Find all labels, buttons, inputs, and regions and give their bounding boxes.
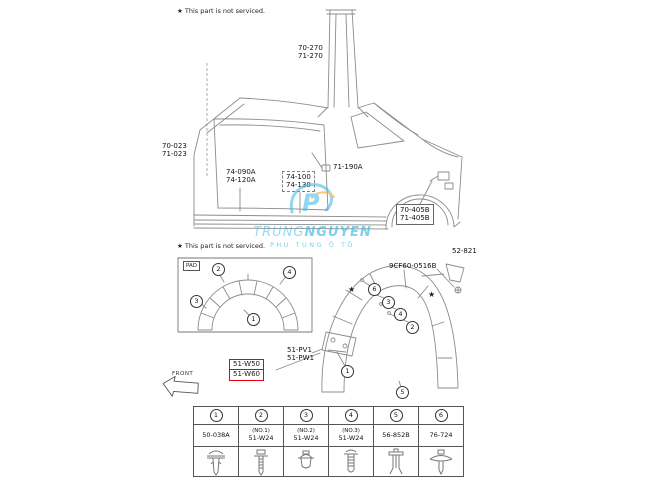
part-number-cell[interactable]: 50-038A <box>194 425 238 447</box>
part-label-mudguard-highlight[interactable]: 51-W50 51-W60 <box>229 359 264 381</box>
grommet-icon <box>298 450 314 468</box>
callout-5: 5 <box>389 409 403 422</box>
part-label-screw[interactable]: 9CF60-0516B <box>389 262 437 270</box>
part-number-cell[interactable]: 76-724 <box>419 425 463 447</box>
fastener-table: 1 50-038A 2 (NO.1) 51-W24 3 <box>193 406 464 477</box>
part-label-roof-panel[interactable]: 70-270 71-270 <box>298 44 323 61</box>
part-number: 51-W24 <box>248 433 274 442</box>
front-direction-label: FRONT <box>172 371 194 377</box>
part-label-clip[interactable]: 71-190A <box>333 163 363 171</box>
part-number-cell[interactable]: (NO.2) 51-W24 <box>284 425 328 447</box>
part-number: 56-852B <box>382 430 410 439</box>
table-column-6: 6 76-724 <box>419 407 463 476</box>
callout-4: 4 <box>394 308 407 321</box>
callout-4: 4 <box>283 266 296 279</box>
callout-3: 3 <box>299 409 313 422</box>
callout-2: 2 <box>212 263 225 276</box>
callout-2: 2 <box>254 409 268 422</box>
callout-4: 4 <box>344 409 358 422</box>
part-number-cell[interactable]: (NO.3) 51-W24 <box>329 425 373 447</box>
push-rivet-icon <box>388 448 404 474</box>
table-column-3: 3 (NO.2) 51-W24 <box>284 407 329 476</box>
star-not-serviced-mark: ★ <box>428 290 436 299</box>
push-clip-icon <box>207 450 225 476</box>
part-number: 76-724 <box>429 430 453 439</box>
callout-5: 5 <box>396 386 409 399</box>
callout-2: 2 <box>406 321 419 334</box>
callout-3: 3 <box>382 296 395 309</box>
top-not-serviced-notice: ★ This part is not serviced. <box>177 7 266 15</box>
part-label-sill-outer[interactable]: 74-090A 74-120A <box>226 168 256 185</box>
callout-1: 1 <box>209 409 223 422</box>
part-number-cell[interactable]: 56-852B <box>374 425 418 447</box>
callout-1: 1 <box>247 313 260 326</box>
screw-grommet-icon <box>344 449 358 472</box>
bottom-not-serviced-notice: ★ This part is not serviced. <box>177 242 266 250</box>
part-number: 50-038A <box>202 430 230 439</box>
star-not-serviced-mark: ★ <box>348 285 356 294</box>
table-column-1: 1 50-038A <box>194 407 239 476</box>
pad-tag: PAD <box>183 261 200 272</box>
part-label-liner[interactable]: 51-PV1 51-PW1 <box>287 346 315 363</box>
screw-icon <box>254 449 268 476</box>
callout-6: 6 <box>368 283 381 296</box>
table-column-2: 2 (NO.1) 51-W24 <box>239 407 284 476</box>
part-number-cell[interactable]: (NO.1) 51-W24 <box>239 425 283 447</box>
table-column-4: 4 (NO.3) 51-W24 <box>329 407 374 476</box>
part-number: 51-W24 <box>293 433 319 442</box>
table-column-5: 5 56-852B <box>374 407 419 476</box>
callout-3: 3 <box>190 295 203 308</box>
callout-6: 6 <box>434 409 448 422</box>
part-label-bracket[interactable]: 52-821 <box>452 247 477 255</box>
part-label-quarter-panel[interactable]: 70-405B 71-405B <box>396 204 434 225</box>
callout-1: 1 <box>341 365 354 378</box>
fender-liner-line-art <box>162 257 465 397</box>
wing-clip-icon <box>429 449 453 475</box>
svg-text:P: P <box>302 189 320 217</box>
part-label-front-pillar[interactable]: 70-023 71-023 <box>162 142 187 159</box>
part-number: 51-W24 <box>338 433 364 442</box>
watermark-logo: P <box>289 183 335 217</box>
